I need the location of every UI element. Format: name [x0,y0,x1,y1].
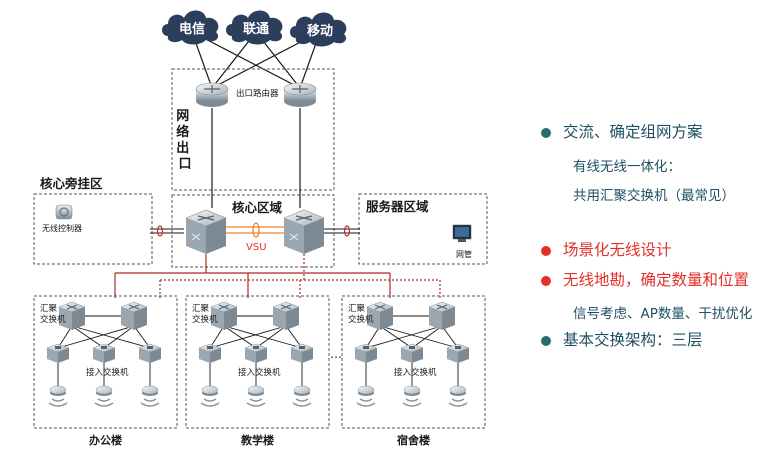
side-links [150,228,360,234]
building-name: 教学楼 [240,433,274,447]
isp-label: 移动 [307,23,333,39]
zone-network-egress-label: 网 络 出 口 [176,109,194,172]
aggregation-switch-icon [58,301,86,330]
zone-server-label: 服务器区域 [366,199,429,214]
sub-text: 共用汇聚交换机（最常见） [573,188,735,204]
router-icon [195,82,229,107]
label-bg [36,173,114,193]
cloud-icon: 电信 [162,10,219,45]
bullet-dot [541,336,551,346]
egress-router-label: 出口路由器 [236,88,279,99]
sub-text: 信号考虑、AP数量、干扰优化 [573,306,753,322]
aggregation-label: 交换机 [348,314,374,325]
distribution-links [114,254,441,298]
bullet-text: 基本交换架构：三层 [563,331,703,349]
zone-core [171,194,335,268]
building-name: 宿舍楼 [397,433,430,447]
wireless-controller-label: 无线控制器 [42,223,82,233]
access-point-icon [140,385,160,407]
zone-core-label: 核心区域 [232,200,283,215]
building-frame [341,295,486,429]
aggregation-switch-icon [366,301,394,330]
bullet-dot [541,276,551,286]
bullet-dot [541,246,551,256]
building-name: 办公楼 [89,433,122,447]
access-point-icon [94,385,114,407]
egress-char-3: 出 [176,140,189,156]
aggregation-label: 交换机 [192,314,218,325]
building-frame [33,295,178,429]
access-point-icon [402,385,422,407]
link-aggregation-icon [156,225,164,237]
access-switch-icon [138,343,162,363]
access-switch-label: 接入交换机 [86,367,129,378]
building-ellipsis: … [330,347,342,361]
aggregation-switch-icon [428,301,456,330]
access-switch-icon [244,343,268,363]
zone-network-egress [171,68,335,191]
access-switch-icon [400,343,424,363]
vsu-links [226,226,286,234]
zone-core-bypass-label: 核心旁挂区 [40,176,103,191]
access-point-icon [292,385,312,407]
building-links [57,315,151,386]
label-bg [362,196,438,216]
vsu-label: VSU [246,242,267,253]
bullet-text: 场景化无线设计 [563,241,672,259]
access-switch-icon [354,343,378,363]
access-switch-icon [290,343,314,363]
access-point-icon [448,385,468,407]
access-switch-icon [92,343,116,363]
network-mgmt-label: 网管 [456,249,472,259]
isp-label: 联通 [243,21,269,37]
aggregation-label: 汇聚 [40,304,58,314]
aggregation-label: 交换机 [40,314,66,325]
aggregation-label: 汇聚 [348,304,366,314]
access-switch-icon [446,343,470,363]
access-switch-label: 接入交换机 [394,367,437,378]
aggregation-label: 汇聚 [192,304,210,314]
building-links [209,315,303,386]
link-aggregation-icon [252,222,260,238]
bullet-dot [541,128,551,138]
bullet-text: 交流、确定组网方案 [563,123,703,141]
aggregation-switch-icon [120,301,148,330]
egress-char-2: 络 [176,124,189,140]
cloud-icon: 联通 [226,10,283,45]
sub-text: 有线无线一体化： [573,159,681,175]
access-point-icon [200,385,220,407]
router-icon [283,82,317,107]
uplink-lines [211,108,301,208]
bullet-text: 无线地勘，确定数量和位置 [563,271,750,289]
monitor-icon [452,224,472,242]
isp-label: 电信 [179,21,205,37]
cloud-icon: 移动 [290,12,347,47]
core-switch-icon [283,209,325,254]
access-point-icon [246,385,266,407]
wireless-controller-icon [55,204,73,220]
core-switch-icon [185,209,227,254]
zone-network-egress-label-bg [174,106,196,176]
access-point-icon [356,385,376,407]
aggregation-switch-icon [210,301,238,330]
aggregation-switch-icon [272,301,300,330]
egress-char-4: 口 [178,157,191,172]
access-switch-icon [198,343,222,363]
bullet-row: 交流、确定组网方案 [525,120,775,144]
access-point-icon [48,385,68,407]
building-frame [185,295,330,429]
access-switch-label: 接入交换机 [238,367,281,378]
access-switch-icon [46,343,70,363]
egress-char-1: 网 [176,109,189,124]
link-aggregation-icon [343,225,351,237]
